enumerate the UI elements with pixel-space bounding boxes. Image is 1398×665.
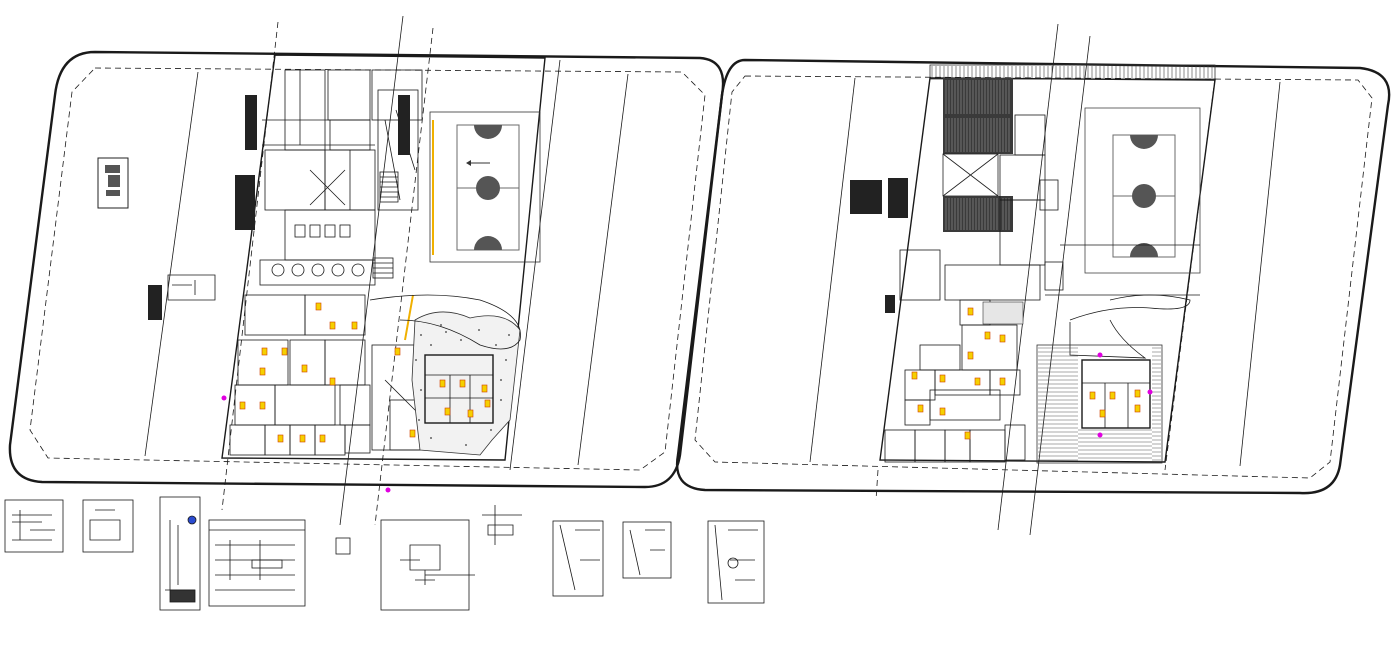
fixture-marker	[484, 399, 491, 408]
fixture-marker	[394, 347, 401, 356]
fixture-marker	[999, 377, 1006, 386]
fixture-marker	[967, 307, 974, 316]
fixture-marker	[329, 377, 336, 386]
axis-lines	[221, 15, 434, 526]
fixture-markers	[239, 302, 491, 443]
fixture-marker	[939, 374, 946, 383]
fixture-marker	[301, 364, 308, 373]
fixture-marker	[911, 371, 918, 380]
detail-plan-box	[380, 519, 475, 611]
detail-partial-plan-1	[552, 520, 604, 597]
detail-sheets	[4, 496, 765, 611]
annotation-marker	[385, 487, 391, 493]
court-center-circle	[476, 176, 500, 200]
garden-stipple-pattern	[415, 324, 510, 446]
annotation-marker	[1097, 352, 1103, 358]
terrace-deck	[1036, 344, 1163, 464]
fixture-marker	[917, 404, 924, 413]
garden-area	[982, 301, 1024, 325]
garden-area	[411, 311, 521, 456]
ground-floor-plan	[8, 15, 725, 526]
fixture-marker	[939, 407, 946, 416]
curved-walkway	[369, 294, 521, 350]
fixture-marker	[281, 347, 288, 356]
detail-node	[482, 505, 522, 545]
fixture-marker	[319, 434, 326, 443]
fixture-marker	[459, 379, 466, 388]
court-bottom-arc	[1130, 243, 1158, 257]
detail-partial-plan-2	[622, 521, 672, 579]
upper-rooms	[899, 114, 1200, 301]
court-top-arc	[1130, 135, 1158, 149]
fixture-marker	[1099, 409, 1106, 418]
inset-key-plan	[97, 157, 129, 209]
stair-voids	[942, 78, 1013, 232]
fixture-marker	[481, 384, 488, 393]
fixture-marker	[315, 302, 322, 311]
first-floor-plan	[221, 23, 1391, 536]
annotation-marker	[1147, 389, 1153, 395]
fixture-marker	[1134, 389, 1141, 398]
side-entry-detail	[167, 274, 216, 301]
fixture-marker	[1089, 391, 1096, 400]
fixture-marker	[239, 401, 246, 410]
annotation-marker	[1097, 432, 1103, 438]
text-note-blocks	[148, 95, 410, 320]
stairs-ground	[372, 171, 399, 279]
top-hatch-pattern	[931, 66, 1213, 78]
lower-rooms	[229, 294, 428, 456]
upper-rooms	[259, 69, 423, 286]
fixture-marker	[999, 334, 1006, 343]
detail-small-section-1	[4, 499, 64, 553]
fixture-marker	[1109, 391, 1116, 400]
sports-court	[1084, 107, 1201, 274]
detail-small-section-2	[82, 499, 134, 553]
lower-rooms	[884, 299, 1026, 463]
detail-long-section	[208, 519, 306, 607]
fixture-marker	[259, 367, 266, 376]
detail-elevation-strip	[159, 496, 201, 611]
court-side-band	[1084, 107, 1201, 274]
site-boundary-inner	[694, 75, 1373, 479]
fixture-marker	[964, 431, 971, 440]
fixture-marker	[259, 401, 266, 410]
sports-court	[429, 111, 541, 263]
building-outline	[221, 54, 546, 461]
text-note-blocks	[850, 178, 908, 313]
fixture-marker	[984, 331, 991, 340]
curved-walkway	[1069, 294, 1191, 359]
site-boundary-outer	[8, 50, 725, 489]
fixture-marker	[439, 379, 446, 388]
fixture-marker	[277, 434, 284, 443]
fixture-marker	[299, 434, 306, 443]
court-side-band	[429, 111, 541, 263]
road-lines	[144, 59, 629, 471]
site-boundary-outer	[675, 58, 1391, 495]
fixture-marker	[261, 347, 268, 356]
fixture-marker	[974, 377, 981, 386]
court-bottom-arc	[474, 236, 502, 250]
site-boundary-inner	[29, 67, 706, 471]
terrace-deck-pattern	[1038, 347, 1161, 461]
fixture-marker	[967, 351, 974, 360]
detail-partial-plan-3	[707, 520, 765, 604]
inset-key-plan-content	[105, 165, 120, 196]
fixture-marker	[329, 321, 336, 330]
fixture-markers	[221, 307, 1153, 493]
detail-tag	[335, 537, 351, 555]
fixture-marker	[1134, 404, 1141, 413]
court-arrowhead	[466, 160, 471, 166]
fixture-marker	[351, 321, 358, 330]
fixture-marker	[444, 407, 451, 416]
court-center-circle	[1132, 184, 1156, 208]
fixture-marker	[467, 409, 474, 418]
annotation-marker	[221, 395, 227, 401]
court-top-arc	[474, 125, 502, 139]
building-outline	[879, 77, 1216, 463]
fixture-marker	[409, 429, 416, 438]
path-highlight	[404, 120, 434, 341]
